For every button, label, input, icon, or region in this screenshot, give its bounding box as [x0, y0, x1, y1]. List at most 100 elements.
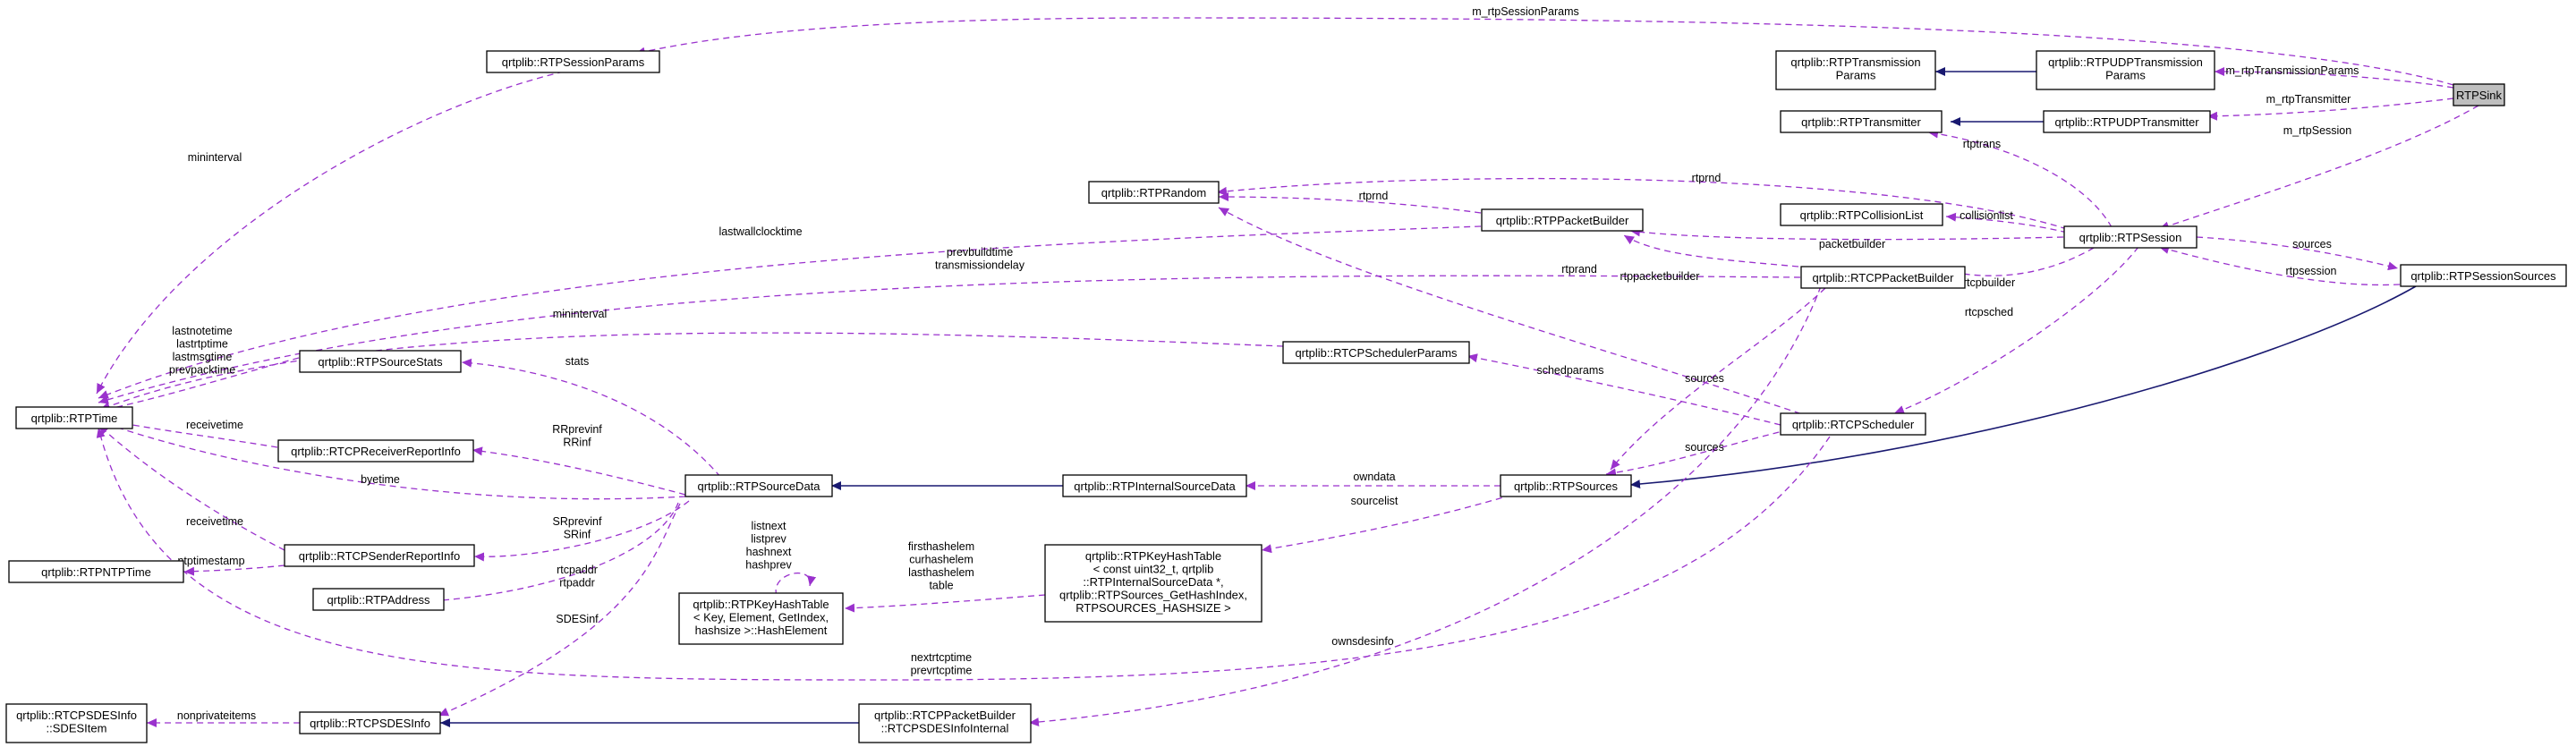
label-rtptrans: rtptrans: [1963, 138, 2001, 150]
label-mininterval-top: mininterval: [188, 151, 242, 164]
node-rtpsessionsources[interactable]: qrtplib::RTPSessionSources: [2400, 264, 2567, 287]
edge-nextrtcptime: [96, 427, 1831, 681]
node-sdesinfointernal[interactable]: qrtplib::RTCPPacketBuilder::RTCPSDESInfo…: [858, 703, 1032, 743]
node-sdesitem[interactable]: qrtplib::RTCPSDESInfo::SDESItem: [5, 703, 148, 743]
svg-text:qrtplib::RTPRandom: qrtplib::RTPRandom: [1101, 186, 1207, 199]
svg-text:qrtplib::RTPNTPTime: qrtplib::RTPNTPTime: [41, 565, 151, 579]
svg-text:qrtplib::RTCPSDESInfo: qrtplib::RTCPSDESInfo: [310, 717, 430, 730]
label-rtcpsched: rtcpsched: [1965, 306, 2013, 318]
node-rtpcollisionlist[interactable]: qrtplib::RTPCollisionList: [1780, 203, 1943, 226]
edge-rtppacketbuilder: [1623, 234, 1799, 267]
label-m-rtpsessionparams: m_rtpSessionParams: [1472, 5, 1579, 18]
svg-text:qrtplib::RTCPScheduler: qrtplib::RTCPScheduler: [1792, 418, 1915, 431]
label-sdesinf: SDESinf: [556, 613, 599, 625]
edge-mininterval-top: [96, 71, 565, 395]
edge-ownsdesinfo: [1028, 285, 1822, 727]
svg-text:qrtplib::RTPAddress: qrtplib::RTPAddress: [327, 593, 430, 607]
edge-rtcpsched: [1893, 246, 2139, 414]
edge-schedparams: [1467, 353, 1781, 426]
node-rtcpschedulerparams[interactable]: qrtplib::RTCPSchedulerParams: [1282, 341, 1470, 364]
svg-text:qrtplib::RTCPSenderReportInfo: qrtplib::RTCPSenderReportInfo: [299, 549, 460, 563]
label-sources-pb: sources: [1685, 372, 1724, 385]
edge-prevbuildtime: [98, 275, 1801, 404]
label-m-rtptransmitter: m_rtpTransmitter: [2266, 93, 2351, 106]
node-rtcppacketbuilder[interactable]: qrtplib::RTCPPacketBuilder: [1800, 266, 1966, 289]
edge-receivetime-sr: [98, 424, 285, 551]
svg-text:qrtplib::RTPSources: qrtplib::RTPSources: [1514, 480, 1619, 493]
node-rtcpreceiverreportinfo[interactable]: qrtplib::RTCPReceiverReportInfo: [277, 439, 474, 463]
edge-rtptrans: [1927, 129, 2113, 228]
svg-text:qrtplib::RTPSession: qrtplib::RTPSession: [2079, 231, 2182, 244]
node-rtpsources[interactable]: qrtplib::RTPSources: [1500, 474, 1632, 497]
node-rtcpsenderreportinfo[interactable]: qrtplib::RTCPSenderReportInfo: [284, 544, 475, 567]
node-rtptransmitter[interactable]: qrtplib::RTPTransmitter: [1780, 110, 1943, 133]
label-m-rtptransmissionparams: m_rtpTransmissionParams: [2226, 64, 2359, 77]
svg-text:qrtplib::RTPInternalSourceData: qrtplib::RTPInternalSourceData: [1074, 480, 1236, 493]
node-rtpaddress[interactable]: qrtplib::RTPAddress: [312, 588, 445, 611]
label-receivetime-sr: receivetime: [186, 515, 243, 528]
svg-text:qrtplib::RTPTransmitter: qrtplib::RTPTransmitter: [1801, 115, 1921, 129]
svg-text:qrtplib::RTCPSchedulerParams: qrtplib::RTCPSchedulerParams: [1295, 346, 1458, 360]
svg-text:qrtplib::RTCPReceiverReportInf: qrtplib::RTCPReceiverReportInfo: [291, 445, 461, 458]
edge-mininterval-mid: [99, 332, 1284, 411]
edge-m-rtpsessionparams: [634, 17, 2454, 86]
svg-text:qrtplib::RTPSourceData: qrtplib::RTPSourceData: [697, 480, 820, 493]
node-rtcpscheduler[interactable]: qrtplib::RTCPScheduler: [1780, 412, 1926, 436]
node-rtpntptime[interactable]: qrtplib::RTPNTPTime: [8, 560, 184, 583]
label-sourcelist: sourcelist: [1351, 495, 1399, 507]
label-receivetime-rr: receivetime: [186, 419, 243, 431]
edge-rtprnd-pb: [1218, 192, 1482, 214]
node-rtpsink[interactable]: RTPSink: [2453, 83, 2505, 106]
svg-text:qrtplib::RTPUDPTransmitter: qrtplib::RTPUDPTransmitter: [2054, 115, 2199, 129]
node-rtpsessionparams[interactable]: qrtplib::RTPSessionParams: [486, 50, 660, 73]
label-stats: stats: [565, 355, 589, 368]
svg-text:qrtplib::RTPSessionSources: qrtplib::RTPSessionSources: [2410, 269, 2556, 283]
node-rtpinternalsourcedata[interactable]: qrtplib::RTPInternalSourceData: [1062, 474, 1247, 497]
node-rtpsourcestats[interactable]: qrtplib::RTPSourceStats: [299, 350, 462, 373]
edge-rtcpaddr: [430, 502, 679, 606]
edge-sources-sched: [1605, 429, 1790, 478]
edge-rtpsessionsources-inherits: [1629, 285, 2417, 489]
node-rtpkeyhashtable-sources[interactable]: qrtplib::RTPKeyHashTable< const uint32_t…: [1044, 544, 1262, 623]
edge-receivetime-rr: [98, 416, 278, 448]
node-rtptime[interactable]: qrtplib::RTPTime: [15, 406, 133, 429]
label-collisionlist: collisionlist: [1960, 209, 2013, 222]
node-rtppacketbuilder[interactable]: qrtplib::RTPPacketBuilder: [1481, 208, 1644, 232]
svg-text:qrtplib::RTPSourceStats: qrtplib::RTPSourceStats: [318, 355, 443, 369]
edge-byetime: [96, 419, 686, 500]
edge-m-rtptransmissionparams: [2214, 67, 2454, 89]
edge-sdesinf: [438, 503, 681, 717]
label-rtprand: rtprand: [1561, 263, 1597, 276]
label-owndata: owndata: [1353, 471, 1395, 483]
edge-stats: [461, 358, 735, 495]
edge-rtcpbuilder: [1934, 247, 2095, 276]
node-rtpudptransmitter[interactable]: qrtplib::RTPUDPTransmitter: [2043, 110, 2211, 133]
edge-rrprevinf: [472, 446, 686, 496]
edge-srprevinf: [473, 500, 690, 562]
node-rtpsession[interactable]: qrtplib::RTPSession: [2063, 225, 2198, 249]
edge-rtpsession-back: [2158, 245, 2401, 286]
label-rtpsession-back: rtpsession: [2286, 265, 2337, 277]
node-rtpsourcedata[interactable]: qrtplib::RTPSourceData: [684, 474, 833, 497]
label-rtprnd-session: rtprnd: [1692, 172, 1722, 184]
node-hashelement[interactable]: qrtplib::RTPKeyHashTable< Key, Element, …: [678, 592, 844, 645]
label-rtcpbuilder: rtcpbuilder: [1963, 276, 2015, 289]
edge-collisionlist: [1945, 212, 2068, 233]
node-rtprandom[interactable]: qrtplib::RTPRandom: [1088, 181, 1220, 204]
svg-text:qrtplib::RTCPPacketBuilder: qrtplib::RTCPPacketBuilder: [1813, 271, 1955, 284]
edge-rtprand: [1218, 207, 1822, 421]
node-rtcpsdesinfo[interactable]: qrtplib::RTCPSDESInfo: [299, 711, 441, 734]
label-sources-session: sources: [2292, 238, 2332, 250]
edge-rtprnd-session: [1216, 177, 2068, 230]
